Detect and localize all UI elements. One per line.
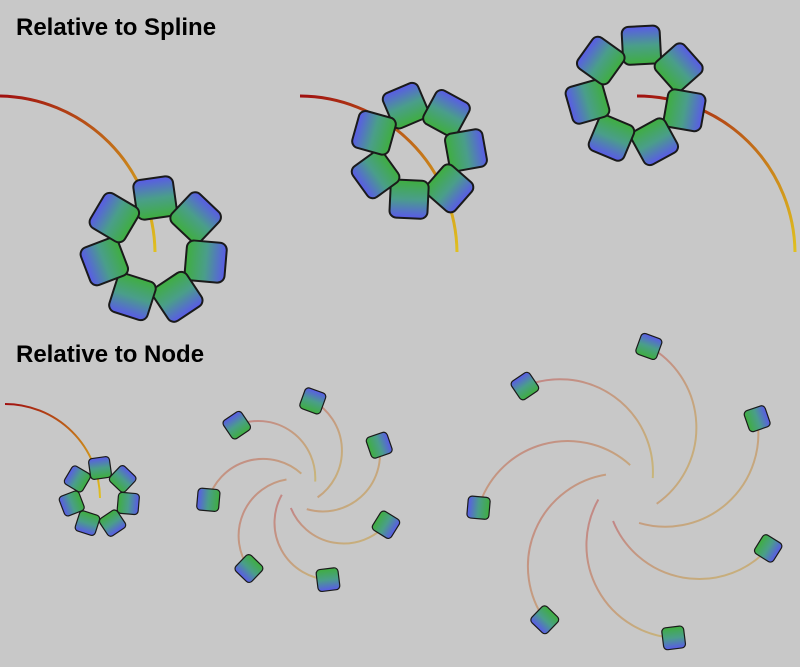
cube	[388, 178, 430, 220]
cube	[88, 191, 141, 244]
cube	[299, 387, 327, 415]
cube	[79, 236, 130, 287]
cube	[630, 117, 680, 167]
cube	[661, 625, 687, 651]
cube	[151, 270, 204, 323]
node-spline-curve	[524, 378, 654, 479]
cube	[88, 456, 112, 480]
cube	[371, 510, 401, 540]
cube	[132, 175, 178, 221]
cube	[424, 163, 475, 214]
section-title-node: Relative to Node	[16, 341, 205, 368]
cube	[169, 191, 222, 244]
cube	[108, 272, 157, 322]
node-spline-curve	[526, 473, 607, 621]
cube	[98, 509, 127, 537]
cube	[351, 109, 397, 156]
cube	[108, 465, 137, 493]
cube	[63, 465, 91, 493]
cube	[381, 81, 430, 130]
node-spline-curve	[648, 345, 698, 505]
node-spline-curve	[273, 494, 329, 581]
cube	[587, 114, 636, 162]
cube	[315, 567, 341, 593]
cube	[510, 371, 540, 401]
spline-curve	[299, 94, 459, 253]
cube	[530, 605, 560, 635]
cube	[58, 490, 85, 517]
node-spline-curve	[236, 420, 317, 482]
node-spline-curve	[306, 445, 381, 513]
cube	[74, 510, 101, 536]
cube	[620, 24, 662, 66]
node-spline-curve	[312, 400, 343, 499]
cube	[743, 405, 771, 433]
cube	[350, 149, 401, 200]
cube	[196, 487, 221, 512]
cube	[466, 495, 491, 520]
section-title-spline: Relative to Spline	[16, 14, 217, 41]
cube	[653, 42, 704, 93]
cube	[222, 410, 252, 440]
cube	[575, 35, 626, 86]
node-spline-curve	[289, 507, 387, 545]
cube	[422, 89, 471, 138]
cube	[183, 239, 228, 284]
node-spline-curve	[585, 499, 674, 639]
cube	[365, 431, 393, 459]
cube	[564, 78, 611, 125]
node-spline-curve	[477, 440, 631, 508]
cube	[116, 491, 140, 516]
cube	[753, 534, 783, 563]
node-spline-curve	[612, 520, 769, 580]
node-spline-curve	[237, 478, 287, 570]
cube	[234, 554, 264, 584]
cube	[662, 88, 707, 133]
node-spline-curve	[638, 418, 760, 528]
cube	[635, 332, 663, 361]
cube	[444, 128, 488, 173]
node-spline-curve	[207, 457, 302, 501]
